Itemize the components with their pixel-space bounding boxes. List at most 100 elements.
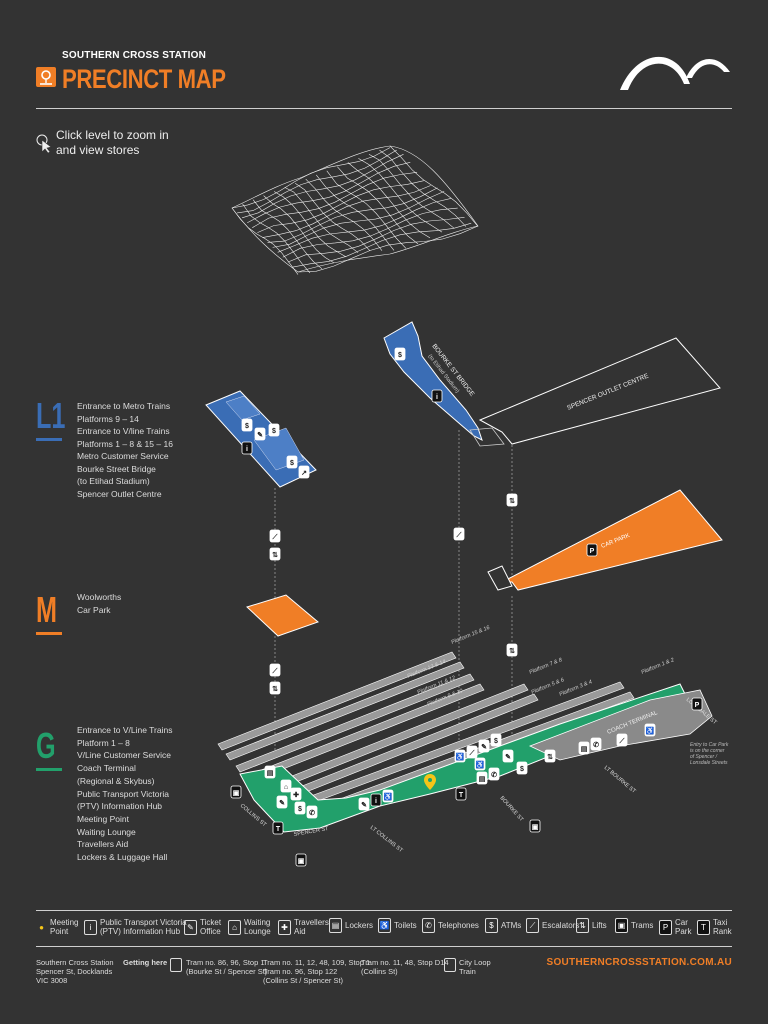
street-label: BOURKE ST [499, 795, 525, 823]
level-g-concourse[interactable] [239, 683, 713, 833]
route-line: (Bourke St / Spencer St) [186, 967, 268, 976]
legend-item: ▤Lockers [329, 918, 373, 933]
toilets-icon[interactable]: ♿ [644, 723, 656, 737]
level-connectors [274, 430, 513, 780]
platform-label: Platform 7 & 8 [529, 657, 564, 676]
telephone-icon[interactable]: ✆ [488, 767, 500, 781]
lift-icon[interactable]: ⇅ [506, 643, 518, 657]
route-line: Tram no. 11, 48, Stop D14 [361, 958, 449, 967]
escalator-icon[interactable]: ⟋ [466, 745, 478, 759]
tram-route-2: Tram no. 11, 12, 48, 109, Stop 1 Tram no… [263, 958, 370, 985]
platform-strips[interactable] [217, 651, 635, 817]
roof-mesh[interactable] [231, 145, 479, 275]
meeting-point-icon[interactable] [424, 774, 436, 790]
travellers-aid-icon[interactable]: ✚ [290, 787, 302, 801]
route-line: Tram no. 96, Stop 122 [263, 967, 338, 976]
svg-text:♿: ♿ [384, 792, 393, 801]
level-m-key[interactable]: M [36, 592, 66, 635]
precinct-map: SPENCER OUTLET CENTRE BOURKE ST BRIDGE (… [205, 145, 729, 867]
svg-text:▣: ▣ [233, 790, 240, 797]
lift-icon[interactable]: ⇅ [544, 749, 556, 763]
atm-icon[interactable]: $ [241, 418, 253, 432]
telephone-icon[interactable]: ✆ [306, 805, 318, 819]
cursor-icon [36, 134, 52, 154]
level-l1-bar [36, 438, 62, 441]
list-item: Meeting Point [77, 813, 129, 824]
atm-icon[interactable]: $ [268, 423, 280, 437]
ticket-icon[interactable]: ✎ [276, 795, 288, 809]
platform-label: Platform 1 & 2 [641, 657, 676, 676]
tram-icon[interactable]: ▣ [529, 819, 541, 833]
info-icon[interactable]: i [241, 441, 253, 455]
lockers-icon[interactable]: ▤ [578, 741, 590, 755]
waiting-lounge-icon[interactable]: ⌂ [280, 779, 292, 793]
level-m-woolworths[interactable] [246, 594, 319, 637]
toilets-icon[interactable]: ♿ [454, 749, 466, 763]
website-link[interactable]: SOUTHERNCROSSSTATION.COM.AU [546, 957, 732, 968]
lift-icon[interactable]: ⇅ [506, 493, 518, 507]
header-divider [36, 108, 732, 109]
station-logo-icon[interactable] [616, 44, 732, 92]
header-kicker: SOUTHERN CROSS STATION [62, 50, 207, 61]
level-g-key[interactable]: G [36, 728, 64, 771]
svg-text:⟋: ⟋ [456, 531, 463, 539]
svg-text:i: i [375, 798, 377, 805]
level-m-letter: M [36, 589, 57, 630]
lift-icon[interactable]: ⇅ [269, 547, 281, 561]
roof-wire [337, 166, 419, 245]
svg-text:T: T [459, 792, 464, 799]
ticket-icon[interactable]: ✎ [254, 427, 266, 441]
telephone-icon[interactable]: ✆ [590, 737, 602, 751]
toilets-icon[interactable]: ♿ [382, 789, 394, 803]
legend-item: ⟋Escalators [526, 918, 579, 933]
tram-icon[interactable]: ▣ [295, 853, 307, 867]
legend-label: Trams [631, 921, 654, 930]
escalator-icon[interactable]: ⟋ [453, 527, 465, 541]
toilets-icon[interactable]: ♿ [474, 757, 486, 771]
svg-text:▣: ▣ [532, 824, 539, 831]
atm-icon[interactable]: $ [286, 455, 298, 469]
atm-icon[interactable]: $ [490, 733, 502, 747]
escalator-icon[interactable]: ⟋ [269, 529, 281, 543]
tram-icon[interactable]: ▣ [230, 785, 242, 799]
ticket-icon[interactable]: ✎ [502, 749, 514, 763]
level-l1-letter: L1 [36, 395, 66, 436]
svg-text:✎: ✎ [361, 801, 367, 809]
atm-icon[interactable]: $ [516, 761, 528, 775]
roof-wire [316, 174, 395, 251]
taxi-icon[interactable]: T [272, 821, 284, 835]
info-icon[interactable]: i [370, 793, 382, 807]
lockers-icon[interactable]: ▤ [264, 765, 276, 779]
roof-wire [305, 178, 383, 251]
car-park-icon[interactable]: P [586, 543, 598, 557]
info-icon[interactable]: i [431, 389, 443, 403]
lift-icon[interactable]: ⇅ [269, 681, 281, 695]
level-l1-key[interactable]: L1 [36, 398, 78, 441]
escalator-icon[interactable]: ⟋ [616, 733, 628, 747]
svg-text:$: $ [520, 766, 524, 773]
car-park-icon[interactable]: P [691, 697, 703, 711]
route-line: Train [459, 967, 476, 976]
lockers-icon[interactable]: ▤ [476, 771, 488, 785]
ticket-icon[interactable]: ✎ [358, 797, 370, 811]
roof-wire [347, 162, 431, 239]
spencer-outlet-centre[interactable] [478, 337, 721, 445]
svg-text:✎: ✎ [505, 753, 511, 761]
escalator-icon[interactable]: ↗ [298, 465, 310, 479]
atm-icon[interactable]: $ [294, 801, 306, 815]
ticket-icon[interactable]: ✎ [478, 739, 490, 753]
roof-wire [358, 158, 443, 233]
route-line: (Collins St / Spencer St) [263, 976, 344, 985]
roof-wire [231, 147, 391, 209]
bourke-st-bridge[interactable] [383, 321, 505, 447]
svg-text:⇅: ⇅ [272, 685, 278, 693]
taxi-icon[interactable]: T [455, 787, 467, 801]
zoom-hint: Click level to zoom in and view stores [56, 128, 169, 158]
atm-icon[interactable]: $ [394, 347, 406, 361]
level-g-letter: G [36, 725, 56, 766]
roof-wire [368, 154, 455, 229]
roof-wire [242, 203, 311, 274]
svg-text:⇅: ⇅ [509, 497, 515, 505]
escalator-icon[interactable]: ⟋ [269, 663, 281, 677]
